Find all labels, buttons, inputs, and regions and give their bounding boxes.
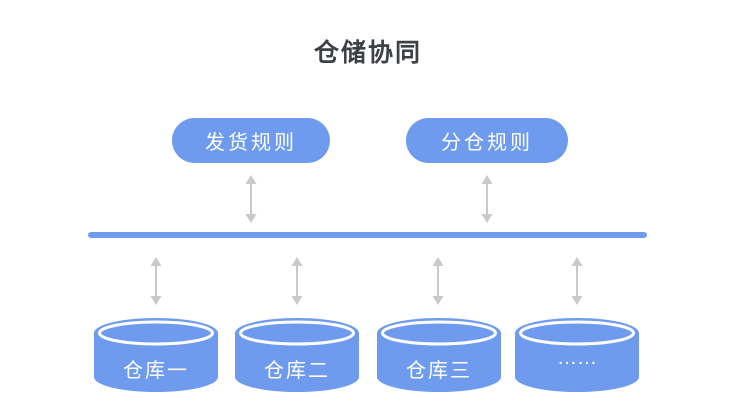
warehouse-label: …… bbox=[557, 346, 597, 369]
warehouse-label: 仓库三 bbox=[406, 359, 472, 382]
warehouse-node-1: 仓库一 bbox=[94, 318, 218, 392]
rule-node-subwarehouse: 分仓规则 bbox=[406, 118, 568, 163]
warehouse-label: 仓库二 bbox=[264, 359, 330, 382]
database-cylinder-icon bbox=[94, 318, 218, 392]
double-arrow-icon bbox=[291, 257, 303, 305]
warehouse-node-2: 仓库二 bbox=[235, 318, 359, 392]
double-arrow-icon bbox=[432, 257, 444, 305]
rule-node-label: 发货规则 bbox=[205, 132, 297, 154]
warehouse-node-more: …… bbox=[515, 318, 639, 392]
database-cylinder-icon bbox=[515, 318, 639, 392]
database-cylinder-icon bbox=[235, 318, 359, 392]
rule-node-shipping: 发货规则 bbox=[172, 118, 330, 163]
warehouse-node-3: 仓库三 bbox=[377, 318, 501, 392]
rule-node-label: 分仓规则 bbox=[441, 132, 533, 154]
database-cylinder-icon bbox=[377, 318, 501, 392]
diagram-title: 仓储协同 bbox=[313, 39, 422, 67]
double-arrow-icon bbox=[245, 175, 257, 223]
double-arrow-icon bbox=[150, 257, 162, 305]
double-arrow-icon bbox=[481, 175, 493, 223]
double-arrow-icon bbox=[571, 257, 583, 305]
collaboration-bus-line bbox=[88, 232, 647, 238]
warehouse-label: 仓库一 bbox=[123, 359, 189, 382]
